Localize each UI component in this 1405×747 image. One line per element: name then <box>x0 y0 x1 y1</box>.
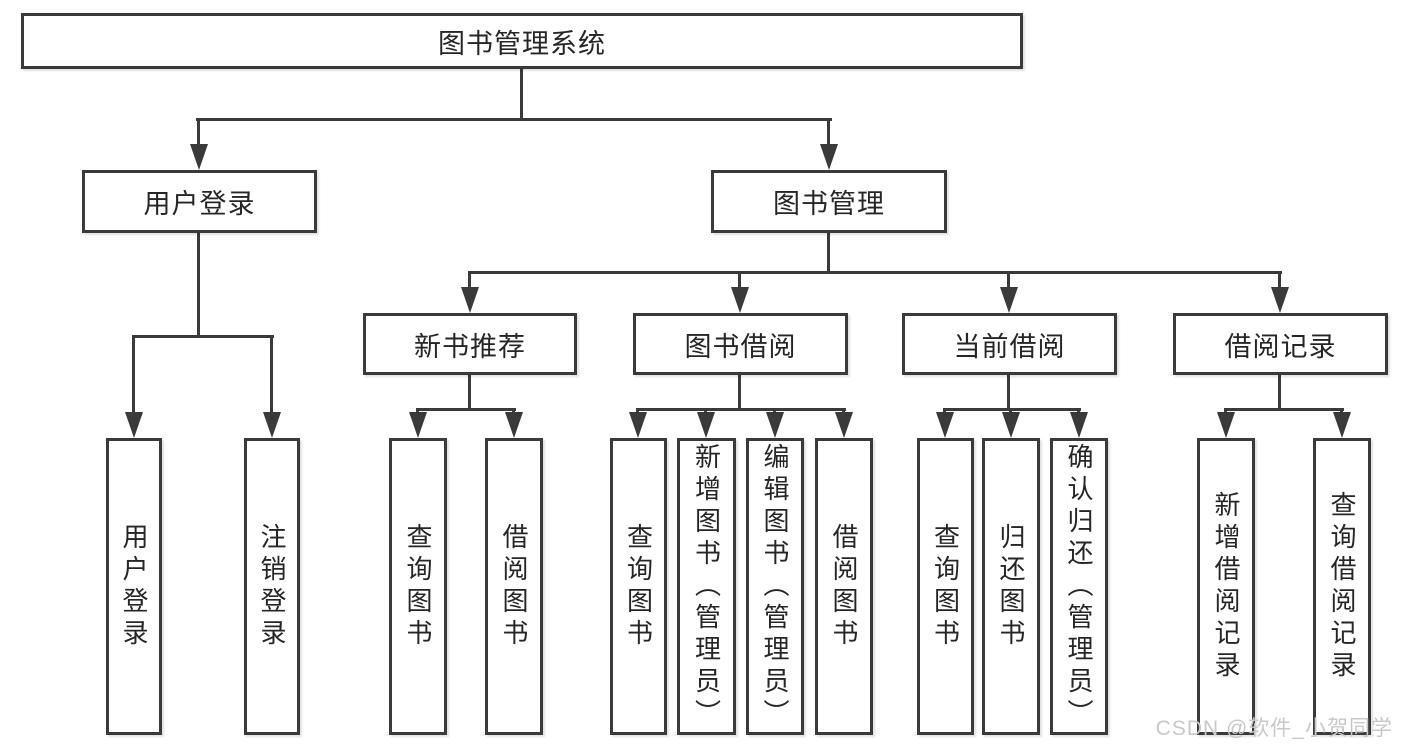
node-label: 查询借阅记录 <box>1327 490 1357 683</box>
connector-arrow-line <box>827 118 830 148</box>
connector-arrow-line <box>270 335 273 416</box>
node-current-confirm-return-admin: 确认归还（管理员） <box>1050 438 1108 735</box>
connector-branch <box>468 271 1282 274</box>
node-newbook-borrow-books: 借阅图书 <box>485 438 543 735</box>
arrowhead-down-icon <box>1333 412 1351 438</box>
connector-stem <box>197 233 200 338</box>
arrowhead-down-icon <box>835 412 853 438</box>
arrowhead-down-icon <box>1271 287 1289 313</box>
node-borrowing-add-books-admin: 新增图书（管理员） <box>677 438 736 735</box>
connector-stem <box>520 69 523 121</box>
connector-branch <box>132 335 274 338</box>
arrowhead-down-icon <box>1000 287 1018 313</box>
node-book-management: 图书管理 <box>711 170 947 233</box>
connector-branch <box>196 118 832 121</box>
node-label: 图书借阅 <box>684 331 797 362</box>
connector-arrow-line <box>468 271 471 291</box>
node-system-root: 图书管理系统 <box>21 13 1023 69</box>
connector-branch <box>636 408 846 411</box>
arrowhead-down-icon <box>1070 412 1088 438</box>
csdn-watermark: CSDN @软件_小贺同学 <box>1155 717 1393 740</box>
connector-arrow-line <box>1278 271 1281 291</box>
node-label: 归还图书 <box>996 522 1026 651</box>
node-borrowing-borrow-books: 借阅图书 <box>815 438 873 735</box>
node-label: 新增图书（管理员） <box>691 442 722 731</box>
node-label: 图书管理 <box>773 189 885 219</box>
arrowhead-down-icon <box>629 412 647 438</box>
node-user-login: 用户登录 <box>82 170 317 233</box>
node-label: 图书管理系统 <box>438 28 606 59</box>
node-records-add-record: 新增借阅记录 <box>1197 438 1255 735</box>
node-new-book-recommend: 新书推荐 <box>363 313 577 375</box>
node-label: 新增借阅记录 <box>1211 490 1241 683</box>
connector-branch <box>943 408 1081 411</box>
node-borrowing-query-books: 查询图书 <box>610 438 667 735</box>
node-label: 新书推荐 <box>414 331 526 362</box>
node-user-login-action: 用户登录 <box>106 438 162 735</box>
arrowhead-down-icon <box>936 412 954 438</box>
node-label: 编辑图书（管理员） <box>760 442 790 731</box>
node-records-query-record: 查询借阅记录 <box>1313 438 1371 735</box>
node-label: 借阅记录 <box>1224 331 1337 362</box>
connector-stem <box>1007 375 1010 411</box>
connector-arrow-line <box>197 118 200 148</box>
connector-stem <box>468 375 471 411</box>
arrowhead-down-icon <box>731 287 749 313</box>
node-label: 借阅图书 <box>499 522 529 651</box>
connector-stem <box>1278 375 1281 411</box>
arrowhead-down-icon <box>125 412 143 438</box>
connector-stem <box>738 375 741 411</box>
node-current-return-books: 归还图书 <box>982 438 1040 735</box>
connector-arrow-line <box>738 271 741 291</box>
node-current-query-books: 查询图书 <box>917 438 974 735</box>
connector-branch <box>416 408 516 411</box>
node-label: 用户登录 <box>143 189 256 219</box>
arrowhead-down-icon <box>820 144 838 170</box>
node-newbook-query-books: 查询图书 <box>389 438 447 735</box>
node-label: 用户登录 <box>119 522 149 651</box>
arrowhead-down-icon <box>697 412 715 438</box>
node-label: 借阅图书 <box>829 522 859 651</box>
connector-arrow-line <box>1007 271 1010 291</box>
arrowhead-down-icon <box>409 412 427 438</box>
node-label: 查询图书 <box>930 522 961 651</box>
node-logout-action: 注销登录 <box>244 438 300 735</box>
arrowhead-down-icon <box>190 144 208 170</box>
connector-stem <box>827 233 830 274</box>
node-borrowing-edit-books-admin: 编辑图书（管理员） <box>746 438 804 735</box>
arrowhead-down-icon <box>461 287 479 313</box>
arrowhead-down-icon <box>1217 412 1235 438</box>
node-book-borrowing: 图书借阅 <box>633 313 848 375</box>
node-label: 查询图书 <box>623 522 654 651</box>
arrowhead-down-icon <box>1002 412 1020 438</box>
node-borrow-records: 借阅记录 <box>1173 313 1388 375</box>
connector-branch <box>1224 408 1344 411</box>
arrowhead-down-icon <box>766 412 784 438</box>
node-current-borrowing: 当前借阅 <box>902 313 1117 375</box>
connector-arrow-line <box>132 335 135 416</box>
node-label: 查询图书 <box>403 522 433 651</box>
node-label: 注销登录 <box>257 522 287 651</box>
node-label: 确认归还（管理员） <box>1064 442 1094 731</box>
arrowhead-down-icon <box>263 412 281 438</box>
arrowhead-down-icon <box>505 412 523 438</box>
node-label: 当前借阅 <box>953 331 1066 362</box>
